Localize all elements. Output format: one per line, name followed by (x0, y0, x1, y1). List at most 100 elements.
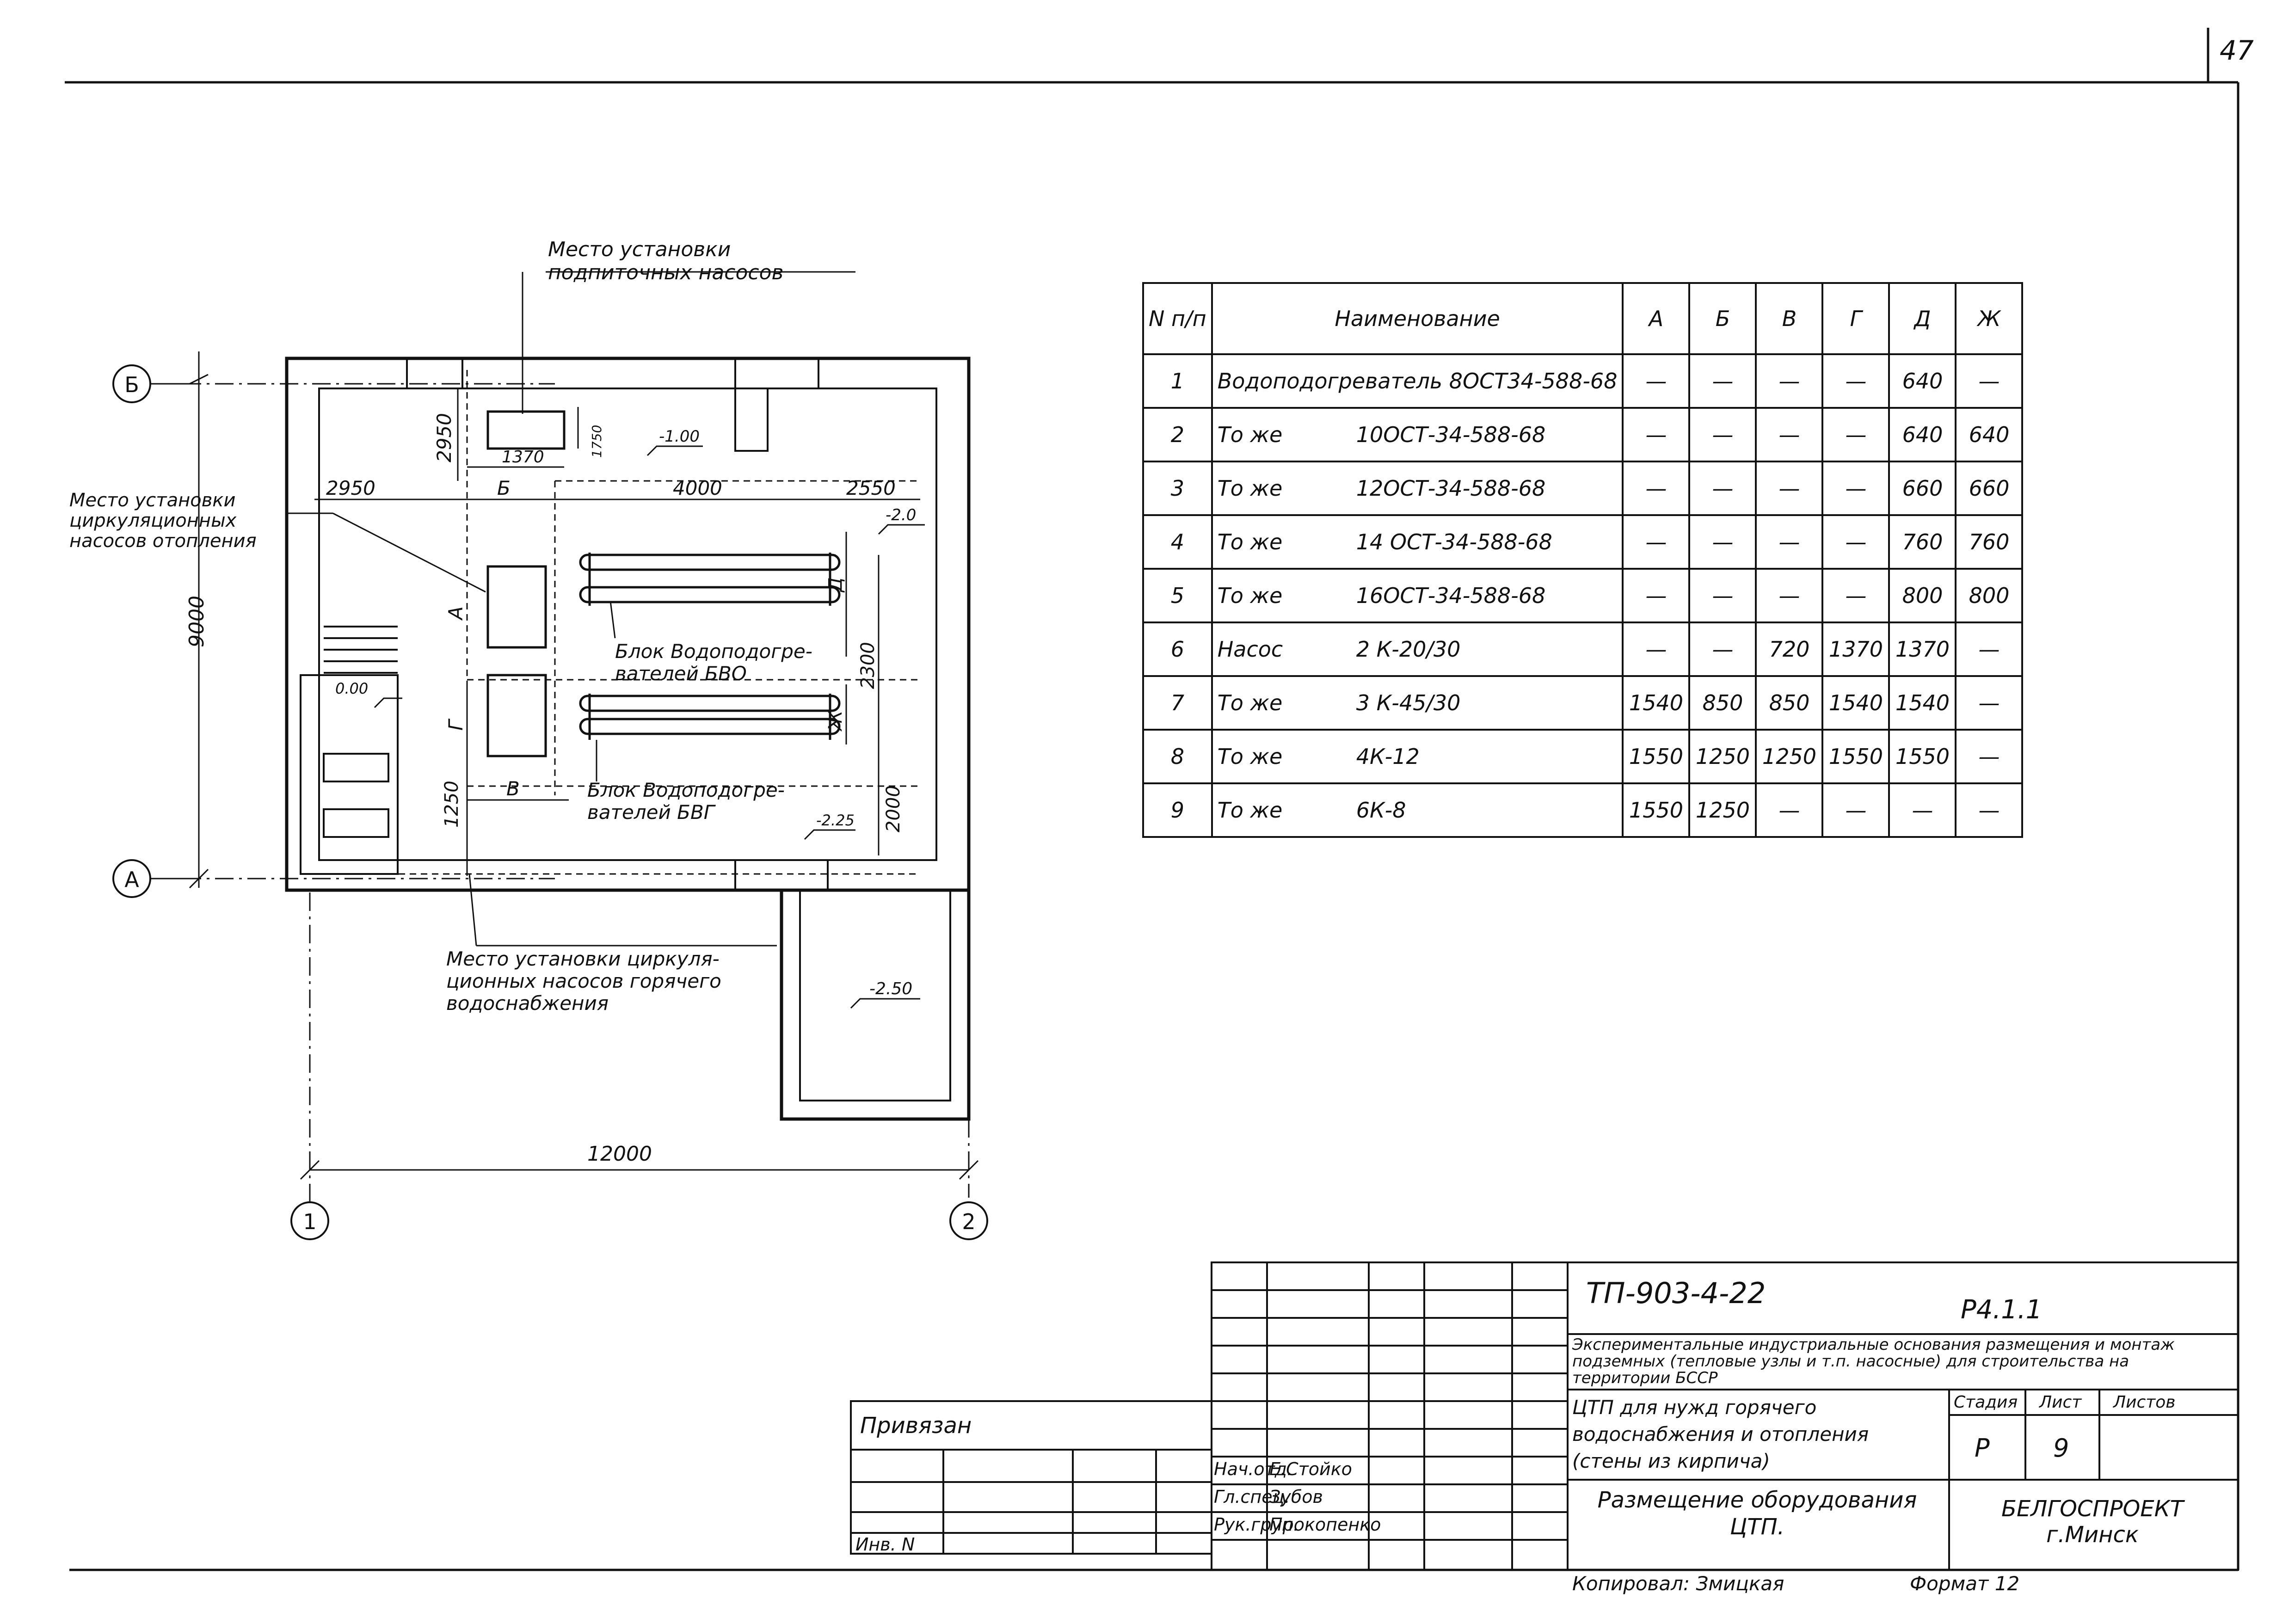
row-number: 5 (1142, 568, 1213, 623)
zone-letter-G: Г (444, 718, 467, 731)
cell-b: — (1688, 461, 1757, 516)
cell-a: 1540 (1622, 675, 1691, 731)
cell-zh: 640 (1955, 407, 2024, 462)
zone-letter-D: Д (825, 578, 846, 593)
dim-2950-v: 2950 (433, 413, 455, 462)
cell-g: — (1821, 568, 1890, 623)
row-mark: 2 К-20/30 (1356, 637, 1461, 662)
row-number: 3 (1142, 461, 1213, 516)
table-row: 1 Водоподогреватель 8ОСТ34-588-68 — — — … (1142, 353, 2024, 409)
cell-a: — (1622, 407, 1691, 462)
role-chief-spec: Гл.спец. (1214, 1487, 1290, 1507)
cell-d: 660 (1888, 461, 1957, 516)
cell-a: 1550 (1622, 782, 1691, 838)
stairs (324, 626, 398, 674)
dim-total-height: 9000 (185, 596, 209, 647)
window-top-left (406, 357, 463, 389)
hotwater-pump-base (486, 674, 547, 757)
row-number: 4 (1142, 514, 1213, 570)
role-head: Нач.отд. (1214, 1459, 1293, 1479)
header-name: Наименование (1211, 282, 1624, 355)
header-v: В (1755, 282, 1824, 355)
row-number: 9 (1142, 782, 1213, 838)
dim-1250: 1250 (441, 781, 462, 828)
title-sheets-label: Листов (2113, 1393, 2176, 1412)
dim-1370: 1370 (502, 448, 544, 467)
title-stage: Р (1975, 1433, 1990, 1463)
name-group-lead: Прокопенко (1269, 1514, 1381, 1535)
cell-d: 1370 (1888, 621, 1957, 677)
level-marks (374, 445, 925, 1009)
axis-label-1: 1 (303, 1209, 316, 1234)
cell-v: 720 (1755, 621, 1824, 677)
header-d: Д (1888, 282, 1957, 355)
zone-letter-B: Б (497, 477, 511, 499)
name-chief-spec: Зубов (1269, 1487, 1323, 1507)
dim-2950-h: 2950 (326, 477, 375, 499)
callout-block-bbo: Блок Водоподогре-вателей БВО (615, 640, 812, 685)
row-name-text: То же (1217, 422, 1283, 447)
cell-zh: 660 (1955, 461, 2024, 516)
level-225: -2.25 (816, 812, 855, 829)
copied-by: Копировал: Змицкая (1572, 1572, 1784, 1595)
inv-label: Инв. N (855, 1534, 915, 1555)
cell-b: 850 (1688, 675, 1757, 731)
cell-a: — (1622, 461, 1691, 516)
row-mark: 6К-8 (1356, 798, 1406, 823)
cell-v: — (1755, 461, 1824, 516)
title-code: ТП-903-4-22 (1586, 1276, 1766, 1310)
vestibule-wall-2 (323, 808, 389, 838)
table-row: 3 То же 12ОСТ-34-588-68 — — — — 660 660 (1142, 461, 2024, 516)
callout-booster-pumps: Место установки подпиточных насосов (548, 238, 784, 284)
cell-d: 1540 (1888, 675, 1957, 731)
cell-d: 800 (1888, 568, 1957, 623)
title-stage-label: Стадия (1954, 1393, 2018, 1412)
row-name-text: То же (1217, 529, 1283, 554)
equipment-table: N п/п Наименование А Б В Г Д Ж 1 Водопод… (1142, 282, 2024, 838)
cell-a: 1550 (1622, 729, 1691, 784)
cell-b: — (1688, 514, 1757, 570)
dim-4000: 4000 (673, 477, 722, 499)
cell-b: — (1688, 568, 1757, 623)
row-name: То же 12ОСТ-34-588-68 (1211, 461, 1624, 516)
row-number: 1 (1142, 353, 1213, 409)
plan-texts: Б А 1 2 12000 9000 2950 2950 4000 2550 1… (124, 372, 975, 1234)
cell-b: 1250 (1688, 782, 1757, 838)
cell-g: — (1821, 461, 1890, 516)
cell-v: — (1755, 514, 1824, 570)
title-sheet-title: Размещение оборудования ЦТП. (1597, 1487, 1917, 1540)
cell-g: 1540 (1821, 675, 1890, 731)
cell-d: 640 (1888, 353, 1957, 409)
callout-heating-pumps: Место установки циркуляционных насосов о… (69, 490, 257, 552)
title-project: ЦТП для нужд горячего водоснабжения и от… (1572, 1396, 1869, 1472)
cell-a: — (1622, 353, 1691, 409)
title-org: БЕЛГОСПРОЕКТ г.Минск (2001, 1496, 2184, 1548)
outer-wall (285, 357, 971, 892)
header-zh: Ж (1955, 282, 2024, 355)
cell-v: — (1755, 782, 1824, 838)
row-name-text: То же (1217, 690, 1283, 715)
cell-d: — (1888, 782, 1957, 838)
zone-letter-V: В (506, 777, 520, 800)
row-mark: 12ОСТ-34-588-68 (1356, 476, 1546, 501)
page-number: 47 (2220, 35, 2254, 66)
row-name-text: То же (1217, 583, 1283, 608)
cell-v: — (1755, 353, 1824, 409)
row-name-text: То же (1217, 476, 1283, 501)
level-000: 0.00 (335, 680, 368, 697)
row-name: То же 6К-8 (1211, 782, 1624, 838)
cell-g: — (1821, 782, 1890, 838)
row-number: 2 (1142, 407, 1213, 462)
cell-v: 850 (1755, 675, 1824, 731)
cell-b: — (1688, 621, 1757, 677)
row-name-text: То же (1217, 798, 1283, 823)
dim-2300: 2300 (857, 642, 879, 689)
cell-b: — (1688, 407, 1757, 462)
